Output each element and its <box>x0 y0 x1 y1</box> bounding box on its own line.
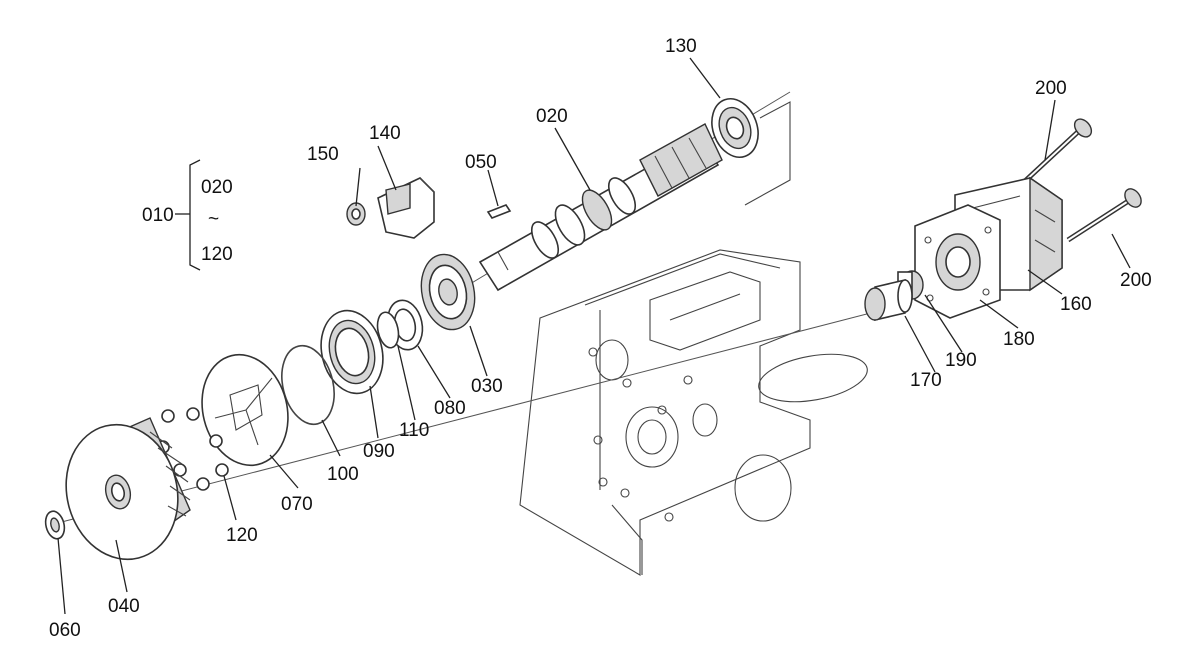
label-100: 100 <box>327 464 359 485</box>
nut-150 <box>346 202 366 226</box>
label-070: 070 <box>281 494 313 515</box>
bearing-130 <box>711 98 791 206</box>
label-080: 080 <box>434 398 466 419</box>
label-040: 040 <box>108 596 140 617</box>
label-030: 030 <box>471 376 503 397</box>
label-120-group: 120 <box>201 244 233 265</box>
snap-ring-060 <box>44 510 66 540</box>
leader-lines <box>57 57 1131 615</box>
label-200-right: 200 <box>1120 270 1152 291</box>
label-010: 010 <box>142 205 174 226</box>
pump-body-160 <box>954 176 1063 292</box>
label-020-group: 020 <box>201 177 233 198</box>
shaft-020 <box>478 123 723 292</box>
seal-ring-090 <box>320 309 384 395</box>
ring-110 <box>376 311 400 349</box>
part-labels: 010 020 ~ 120 150 140 050 020 130 200 20… <box>49 36 1152 641</box>
sleeve-170 <box>864 278 913 322</box>
main-axis-line <box>49 307 891 526</box>
label-060: 060 <box>49 620 81 641</box>
gear-030 <box>420 253 476 331</box>
label-090: 090 <box>363 441 395 462</box>
gear-040 <box>65 417 191 561</box>
key-050 <box>486 204 512 219</box>
label-200-top: 200 <box>1035 78 1067 99</box>
label-050: 050 <box>465 152 497 173</box>
label-150: 150 <box>307 144 339 165</box>
engine-case <box>519 249 868 576</box>
label-tilde: ~ <box>208 209 219 230</box>
label-120: 120 <box>226 525 258 546</box>
flange-180 <box>914 204 1001 319</box>
cover-plate-070 <box>201 353 289 467</box>
clamp-140 <box>377 177 435 239</box>
label-140: 140 <box>369 123 401 144</box>
label-180: 180 <box>1003 329 1035 350</box>
label-190: 190 <box>945 350 977 371</box>
bolt-200-right <box>1066 188 1142 243</box>
label-170: 170 <box>910 370 942 391</box>
label-160: 160 <box>1060 294 1092 315</box>
label-110: 110 <box>399 420 429 441</box>
label-130: 130 <box>665 36 697 57</box>
label-020: 020 <box>536 106 568 127</box>
